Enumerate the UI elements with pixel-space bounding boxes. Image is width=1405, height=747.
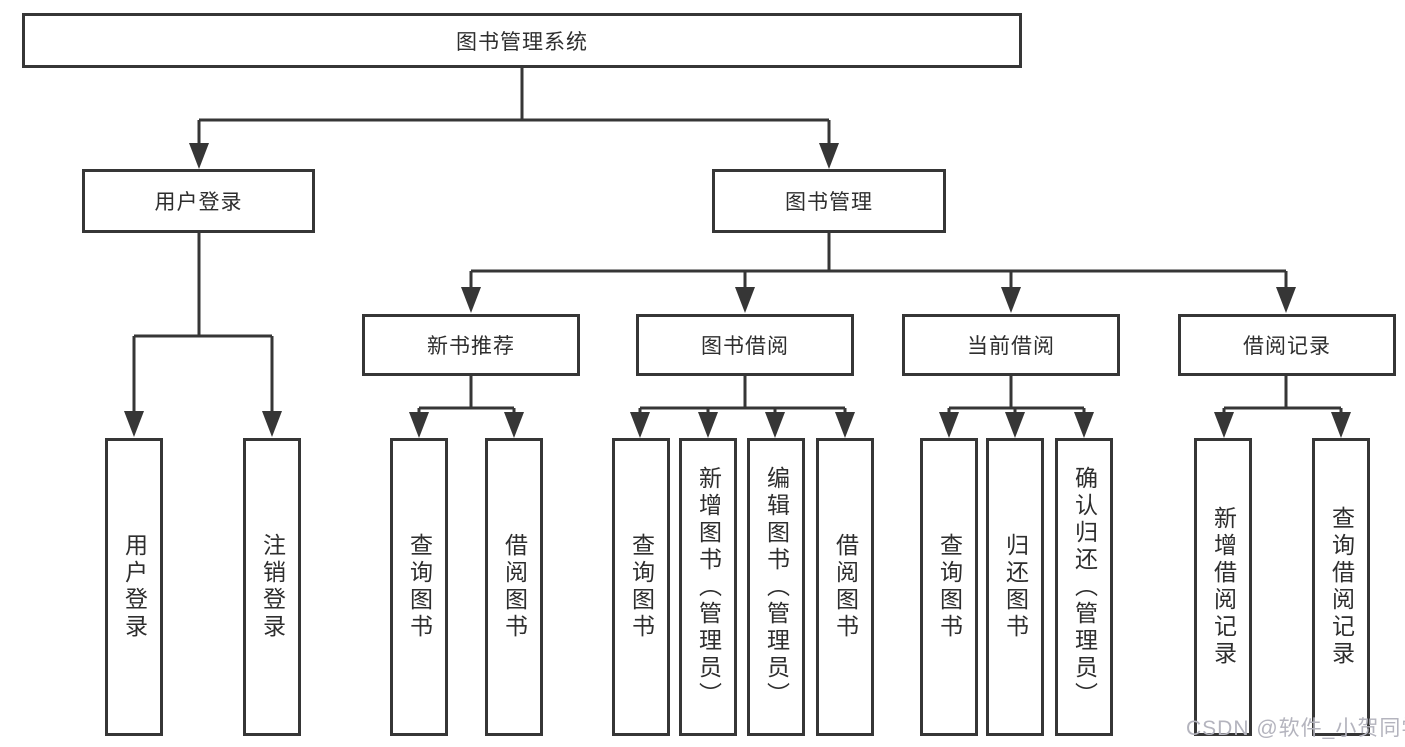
leaf-query-books-recommend: 查询图书 (390, 438, 448, 736)
leaf-return-books: 归还图书 (986, 438, 1044, 736)
node-book-management: 图书管理 (712, 169, 946, 233)
node-new-book-recommend: 新书推荐 (362, 314, 580, 376)
csdn-watermark: CSDN @软件_小贺同学 (1186, 717, 1405, 740)
node-current-borrowing: 当前借阅 (902, 314, 1120, 376)
leaf-query-books-borrow: 查询图书 (612, 438, 670, 736)
leaf-query-borrow-record: 查询借阅记录 (1312, 438, 1370, 736)
node-book-borrowing: 图书借阅 (636, 314, 854, 376)
leaf-user-login: 用户登录 (105, 438, 163, 736)
leaf-query-books-current: 查询图书 (920, 438, 978, 736)
node-user-login: 用户登录 (82, 169, 315, 233)
leaf-add-books-admin: 新增图书（管理员） (679, 438, 737, 736)
leaf-add-borrow-record: 新增借阅记录 (1194, 438, 1252, 736)
leaf-logout: 注销登录 (243, 438, 301, 736)
leaf-edit-books-admin: 编辑图书（管理员） (747, 438, 805, 736)
node-root-library-system: 图书管理系统 (22, 13, 1022, 68)
leaf-confirm-return-admin: 确认归还（管理员） (1055, 438, 1113, 736)
leaf-borrow-books-recommend: 借阅图书 (485, 438, 543, 736)
node-borrow-records: 借阅记录 (1178, 314, 1396, 376)
leaf-borrow-books: 借阅图书 (816, 438, 874, 736)
